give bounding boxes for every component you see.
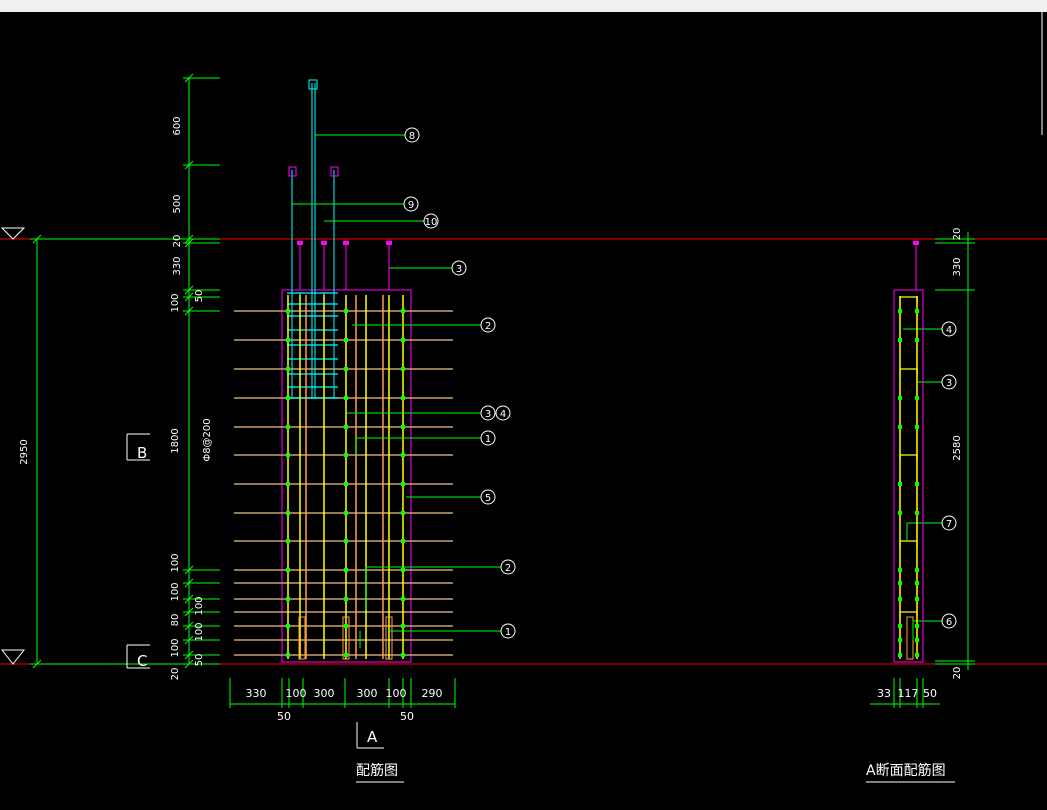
- tag-2-bottom: 2: [505, 563, 511, 574]
- bottom-dim-100-a: 100: [286, 687, 307, 700]
- section-title: A断面配筋图: [866, 762, 946, 779]
- top-dim-330: 330: [172, 256, 183, 275]
- bottom-dim-300-a: 300: [314, 687, 335, 700]
- section-marker-a: A: [356, 722, 384, 749]
- bottom-dim-300-b: 300: [357, 687, 378, 700]
- left-dim-100-c: 100: [194, 596, 205, 615]
- left-dim-50: 50: [194, 290, 205, 303]
- right-section-view: [893, 241, 924, 663]
- right-tag-4: 4: [946, 325, 952, 336]
- vertical-rebars: [286, 295, 405, 659]
- bottom-dim-330: 330: [246, 687, 267, 700]
- tag-5: 5: [485, 493, 491, 504]
- right-dim-20-bottom: 20: [952, 667, 963, 680]
- bottom-dimensions: 330 100 300 300 100 290 50 50: [229, 678, 456, 723]
- left-dimension-ticks: [183, 73, 220, 669]
- tag-4-mid: 4: [500, 409, 506, 420]
- left-dim-100-d: 100: [194, 622, 205, 641]
- left-dim-20: 20: [170, 668, 181, 681]
- left-dim-1800: 1800: [170, 428, 181, 453]
- horizontal-distribution-bars: [234, 310, 453, 656]
- bottom-anchor-bars: [298, 616, 393, 660]
- right-bottom-dimensions: 33 117 50: [870, 678, 940, 708]
- bottom-subdim-50-right: 50: [400, 710, 414, 723]
- level-marker-bottom: [0, 649, 26, 665]
- top-dimension-labels: 600 500 20 330: [172, 116, 183, 275]
- left-dim-100-e: 100: [170, 638, 181, 657]
- window-top-bar: [0, 0, 1047, 12]
- tag-1-bottom: 1: [505, 627, 511, 638]
- main-title: 配筋图: [356, 762, 398, 779]
- left-dim-100-top: 100: [170, 293, 181, 312]
- left-dimension-labels: 50 100 1800 Φ8@200 100 100 100 80 100 10…: [170, 290, 213, 681]
- tag-8: 8: [409, 131, 415, 142]
- right-bottom-dim-50: 50: [923, 687, 937, 700]
- bottom-subdim-50-left: 50: [277, 710, 291, 723]
- tag-2-top: 2: [485, 321, 491, 332]
- left-dim-50-b: 50: [194, 654, 205, 667]
- section-marker-c: C: [126, 644, 150, 670]
- tag-9: 9: [408, 200, 414, 211]
- right-dim-20-top: 20: [952, 228, 963, 241]
- left-dim-80: 80: [170, 614, 181, 627]
- dowel-bars: [288, 79, 392, 398]
- right-bottom-dim-33: 33: [877, 687, 891, 700]
- total-height-label: 2950: [19, 439, 30, 464]
- section-marker-b: B: [126, 433, 150, 462]
- top-dim-20: 20: [172, 235, 183, 248]
- bottom-dim-290: 290: [422, 687, 443, 700]
- tag-3: 3: [456, 264, 462, 275]
- tag-3-mid: 3: [485, 409, 491, 420]
- right-tag-6: 6: [946, 617, 952, 628]
- left-dim-100-b: 100: [170, 582, 181, 601]
- right-dim-330: 330: [952, 257, 963, 276]
- section-a-label: A: [367, 728, 378, 746]
- left-dim-100-a: 100: [170, 553, 181, 572]
- section-c-label: C: [137, 652, 147, 670]
- right-tag-3: 3: [946, 378, 952, 389]
- right-bottom-dim-117: 117: [898, 687, 919, 700]
- right-dimensions: 20 330 2580 20: [935, 228, 975, 680]
- right-dim-2580: 2580: [952, 435, 963, 460]
- top-dim-500: 500: [172, 194, 183, 213]
- total-height-dimension: 2950: [19, 234, 200, 669]
- top-dim-600: 600: [172, 116, 183, 135]
- level-marker-top: [0, 227, 26, 240]
- right-tag-7: 7: [946, 519, 952, 530]
- section-b-label: B: [137, 444, 147, 462]
- tag-1-mid: 1: [485, 434, 491, 445]
- left-dim-spacing: Φ8@200: [202, 418, 213, 461]
- tag-10: 10: [425, 217, 438, 228]
- bottom-dim-100-b: 100: [386, 687, 407, 700]
